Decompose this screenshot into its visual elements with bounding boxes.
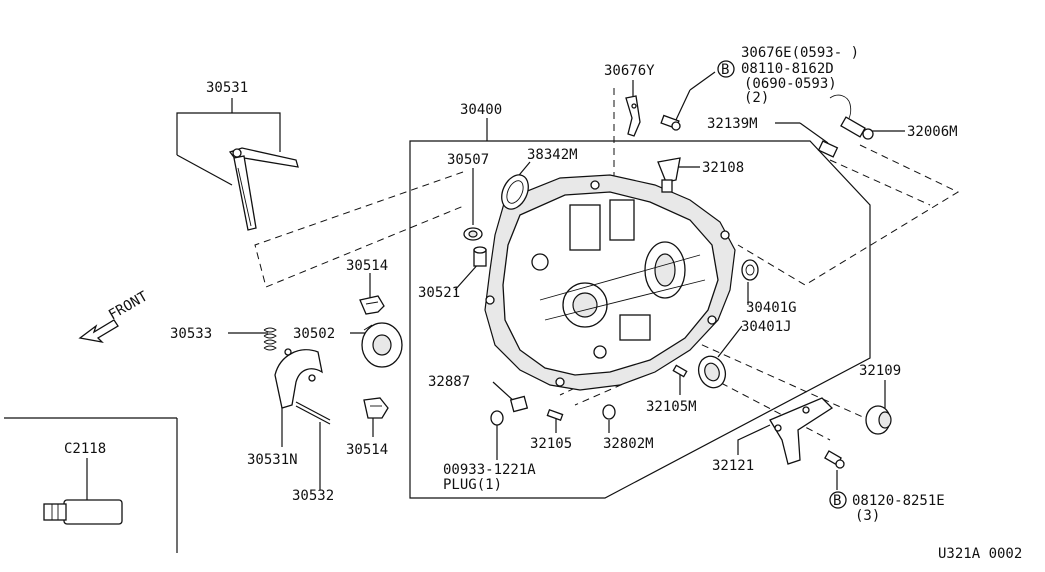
plug-32887: [509, 395, 529, 413]
label-32109: 32109: [859, 363, 901, 379]
label-30502: 30502: [293, 326, 335, 342]
diagram-id: U321A 0002: [938, 546, 1022, 562]
front-arrow-icon: FRONT: [78, 288, 151, 344]
bracket-32121: [769, 397, 834, 465]
bracket-30676Y: [625, 95, 641, 137]
oil-seal-30507: [463, 227, 483, 241]
label-C2118: C2118: [64, 441, 106, 457]
svg-text:B: B: [833, 493, 841, 509]
bush-30521: [473, 246, 487, 267]
label-30676Y: 30676Y: [604, 63, 655, 79]
speed-sensor-32006M: [829, 94, 874, 140]
leader-lines: [86, 71, 905, 500]
pin-30532: [295, 401, 331, 425]
label-32139M: 32139M: [707, 116, 758, 132]
label-32105: 32105: [530, 436, 572, 452]
sensor-C2118: [43, 499, 123, 525]
oil-seal-38342M: [501, 174, 529, 210]
label-08110-qty: (2): [744, 90, 769, 106]
label-30514-top: 30514: [346, 258, 388, 274]
svg-text:B: B: [721, 62, 729, 78]
label-32121: 32121: [712, 458, 754, 474]
front-label: FRONT: [106, 288, 151, 323]
label-32105M: 32105M: [646, 399, 697, 415]
label-30533: 30533: [170, 326, 212, 342]
label-30532: 30532: [292, 488, 334, 504]
label-30507: 30507: [447, 152, 489, 168]
label-00933-plug: PLUG(1): [443, 477, 502, 493]
bolt-marker-08110: B: [717, 60, 735, 78]
plug-32139M: [817, 140, 839, 158]
label-08120: 08120-8251E: [852, 493, 945, 509]
oil-seal-30401G: [741, 259, 759, 281]
spring-30533: [263, 327, 277, 351]
label-32802M: 32802M: [603, 436, 654, 452]
pin-32105: [546, 408, 564, 422]
bolt-08120: [824, 450, 845, 469]
bolt-08110: [660, 114, 681, 131]
part-labels: 30531 30400 30507 38342M 30676Y 30676E(0…: [64, 45, 958, 524]
label-30531N: 30531N: [247, 452, 298, 468]
case-boundary-frame: [409, 140, 871, 499]
shift-lever-30531: [228, 147, 299, 231]
label-08120-qty: (3): [855, 508, 880, 524]
bearing-30502: [361, 322, 403, 368]
washer-32802M: [602, 404, 616, 420]
transmission-case-body: [484, 174, 736, 391]
inset-frame: [4, 417, 178, 553]
label-30521: 30521: [418, 285, 460, 301]
label-32887: 32887: [428, 374, 470, 390]
label-30401G: 30401G: [746, 300, 797, 316]
label-30401J: 30401J: [741, 319, 792, 335]
label-30400: 30400: [460, 102, 502, 118]
label-30514-bottom: 30514: [346, 442, 388, 458]
label-00933: 00933-1221A: [443, 462, 536, 478]
bolt-marker-08120: B: [829, 491, 847, 509]
clip-30514-top: [359, 295, 385, 315]
release-fork-30531N: [274, 348, 323, 409]
label-38342M: 38342M: [527, 147, 578, 163]
breather-32108: [657, 157, 681, 193]
label-08110-range: (0690-0593): [744, 76, 837, 92]
label-32108: 32108: [702, 160, 744, 176]
clip-30514-bottom: [363, 397, 389, 419]
label-30531: 30531: [206, 80, 248, 96]
label-32006M: 32006M: [907, 124, 958, 140]
pin-32105M: [672, 364, 688, 378]
oil-seal-30401J: [697, 355, 727, 389]
washer-00933: [490, 410, 504, 426]
label-08110: 08110-8162D: [741, 61, 834, 77]
seal-32109: [865, 405, 892, 435]
label-30676E: 30676E(0593- ): [741, 45, 859, 61]
